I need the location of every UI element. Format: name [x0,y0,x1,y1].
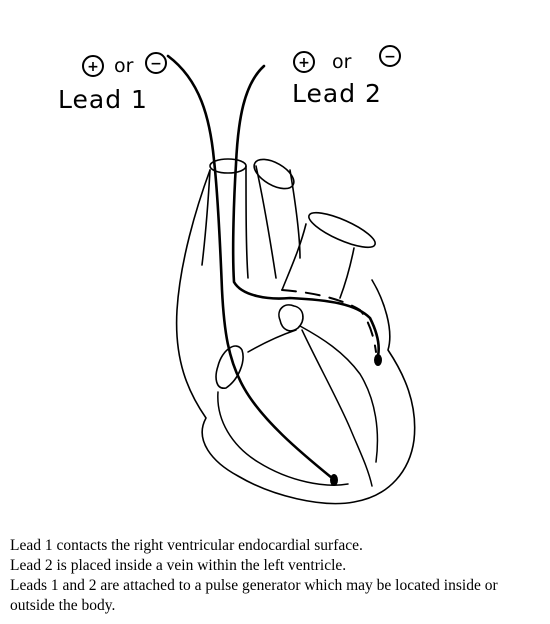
lead-1-wire [166,54,334,480]
plus-symbol: + [298,55,310,71]
caption-line: Lead 1 contacts the right ventricular en… [10,537,363,554]
or-text: or [332,51,352,73]
aorta-opening [308,211,376,249]
heart-pacemaker-diagram: + or − Lead 1 + or − Lead 2 [58,45,416,505]
atrial-wall-line [247,329,297,353]
lead-2-tip [374,354,382,366]
caption-line: Lead 2 is placed inside a vein within th… [10,557,347,574]
pulmonary-artery [255,165,301,279]
lead-1-label: Lead 1 [58,85,148,114]
aortic-valve [278,304,304,332]
minus-symbol: − [384,49,396,65]
lead-2-label: Lead 2 [292,79,382,108]
right-ventricle-line [217,391,349,486]
aorta [281,223,355,299]
septum-line [301,329,373,487]
minus-symbol: − [150,56,162,72]
lead-1-tip [330,474,338,486]
heart-outline [175,169,416,505]
or-text: or [114,55,134,77]
lead-2-wire [231,64,381,358]
superior-vena-cava [201,165,249,279]
pulmonary-artery-opening [253,158,295,190]
lead-1-polarity: + or − [82,52,167,77]
plus-symbol: + [87,59,99,75]
caption-line: Leads 1 and 2 are attached to a pulse ge… [10,577,498,614]
figure-caption: Lead 1 contacts the right ventricular en… [10,536,545,616]
lead-2-polarity: + or − [293,45,401,73]
left-ventricle-line [299,325,379,463]
vena-cava-opening [209,158,247,174]
